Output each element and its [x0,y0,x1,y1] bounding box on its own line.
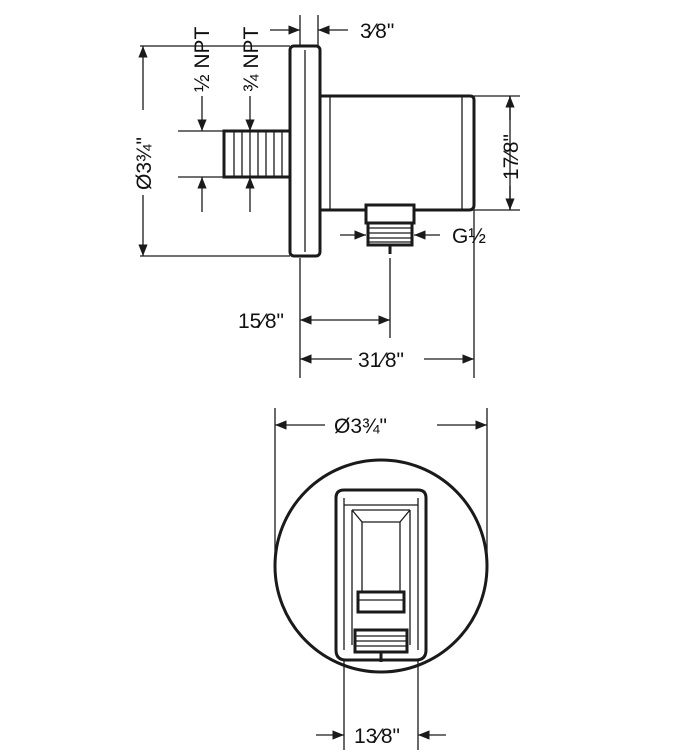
inlet-thread-lines [233,131,283,177]
side-view: 3⁄8" Ø3¾" ½ NPT ¾ NPT 17⁄8" G½ 15⁄8" 31⁄… [133,15,523,378]
outlet-housing [334,488,428,662]
dim-top-offset: 3⁄8" [360,20,394,43]
dim-npt-half: ½ NPT [191,26,214,92]
dim-body-height: 17⁄8" [500,134,523,180]
inlet-pipe [222,129,292,179]
front-view: Ø3¾" 13⁄8" [273,408,489,750]
dim-outlet-width-front: 13⁄8" [354,725,400,748]
dim-flange-diameter-front: Ø3¾" [334,415,387,438]
front-thread-lines [355,635,407,647]
outlet-body [318,94,476,212]
front-nut [356,590,406,614]
outlet-nut [364,203,416,225]
dim-npt-three-quarter: ¾ NPT [240,26,263,92]
outlet-thread-lines [368,227,412,243]
dim-outlet-thread: G½ [452,225,486,248]
dim-total-depth: 31⁄8" [358,349,404,372]
dim-flange-diameter-side: Ø3¾" [133,137,156,190]
dim-outlet-offset: 15⁄8" [238,310,284,333]
